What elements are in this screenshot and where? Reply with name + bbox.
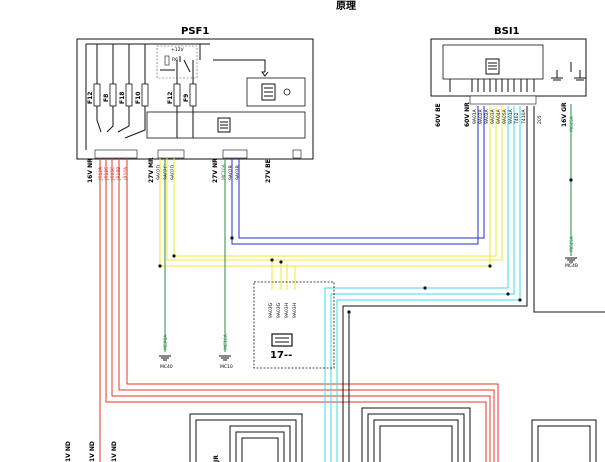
wire-id-9a02b: 9A02B bbox=[228, 165, 234, 180]
supply-label: +12V bbox=[171, 47, 184, 53]
psf1-fuse-group: F12 F8 F18 F10 F12 F9 bbox=[87, 44, 197, 139]
splice-box bbox=[253, 281, 335, 369]
psf1-right-module bbox=[246, 77, 306, 107]
splice-connector-icon bbox=[271, 333, 293, 347]
red-wire-bundle bbox=[99, 158, 499, 462]
bsi-wire-id-4: 9A03A bbox=[490, 108, 496, 124]
bsi-wire-id-7: 9A01A bbox=[508, 108, 514, 124]
ground-label-3: MC4B bbox=[565, 263, 578, 269]
psf1-controller bbox=[146, 111, 306, 139]
bottom-label-3: 1V ND bbox=[111, 441, 118, 462]
fuse-label-6: F9 bbox=[183, 94, 190, 102]
yellow-wire-bundle bbox=[159, 106, 503, 290]
fuse-f10 bbox=[141, 83, 149, 107]
controller-chip-lines bbox=[220, 121, 228, 129]
fuse-f12b bbox=[173, 83, 181, 107]
bsi-wire-id-8: 7402 bbox=[514, 112, 520, 124]
bsi-wire-id-1: 9A01A bbox=[472, 108, 478, 124]
bottom-label-2: 1V ND bbox=[89, 441, 96, 462]
ground-mc45a: MC45A MC4B bbox=[565, 235, 578, 269]
black-wire-bundle bbox=[189, 106, 605, 462]
bsi-wire-id-11: MC45A bbox=[569, 115, 575, 132]
splice-wire-id-3: 9A03H bbox=[284, 303, 290, 318]
psf1-bus bbox=[85, 43, 210, 150]
fuse-f8 bbox=[109, 83, 117, 107]
ground-icon-3 bbox=[565, 257, 577, 263]
fuse-label-3: F18 bbox=[119, 92, 126, 104]
psf1-connector-strip bbox=[94, 149, 302, 159]
splice-connector-lines bbox=[275, 337, 289, 343]
bsi1-connector-strip bbox=[469, 95, 537, 105]
ground-wire-id-3: MC45A bbox=[569, 235, 575, 252]
wire-id-9a02d: 9A02D bbox=[156, 164, 162, 180]
chip-icon-lines bbox=[264, 87, 273, 97]
psf1-conn-label-3: 27V NR bbox=[212, 158, 219, 183]
fuse-f18 bbox=[125, 83, 133, 107]
bsi-wire-id-10: 205 bbox=[537, 115, 543, 124]
bsi-wire-id-5: 9A04A bbox=[496, 108, 502, 124]
fuse-label-2: F8 bbox=[103, 94, 110, 102]
psf1-conn-label-2: 27V MR bbox=[148, 157, 155, 183]
bsi-wire-id-6: 9A05A bbox=[502, 108, 508, 124]
bsi1-inner bbox=[442, 44, 544, 80]
fuse-f9 bbox=[189, 83, 197, 107]
ground-wire-id-1: MEP8A bbox=[163, 334, 169, 350]
fuse-f12 bbox=[93, 83, 101, 107]
ground-icon-1 bbox=[159, 355, 171, 361]
fuse-label-4: F10 bbox=[135, 92, 142, 104]
wire-id-9a02c: 9A02C bbox=[163, 165, 169, 180]
bottom-label-4: JR bbox=[213, 455, 220, 462]
bsi1-ground-icon-2 bbox=[574, 70, 586, 81]
relay-label: R6 bbox=[172, 57, 178, 63]
wire-id-9a02d-b: 9A02D bbox=[170, 164, 176, 180]
junction-dots bbox=[158, 178, 573, 314]
bsi1-chip-lines bbox=[488, 62, 497, 70]
psf1-title: PSF1 bbox=[181, 26, 209, 37]
wire-id-jr10a: JR10A bbox=[123, 166, 129, 181]
sensor-icon bbox=[283, 88, 291, 96]
page-title: 原理 bbox=[336, 0, 356, 12]
ground-label-1: MC40 bbox=[160, 364, 173, 370]
splice-name: 17-- bbox=[270, 350, 292, 361]
bsi1-conn-label-1: 60V BE bbox=[435, 103, 442, 127]
psf1-conn-label-1: 16V NR bbox=[87, 158, 94, 183]
fuse-wires bbox=[96, 44, 194, 139]
relay-coil-icon bbox=[164, 55, 170, 66]
blue-wire-bundle bbox=[231, 106, 485, 245]
splice-wire-id-2: 9A03G bbox=[276, 302, 282, 318]
bsi1-title: BSI1 bbox=[494, 26, 520, 37]
bsi1-conn-label-2: 60V NR bbox=[464, 102, 471, 127]
fuse-label-1: F12 bbox=[87, 92, 94, 104]
bsi1-conn-label-3: 16V GR bbox=[561, 102, 568, 127]
wire-id-mc10a: MC10A bbox=[221, 163, 227, 180]
fuse-label-5: F12 bbox=[167, 92, 174, 104]
bsi-wire-id-9: 7410A bbox=[521, 109, 527, 124]
wire-id-jr12c: JR12C bbox=[104, 167, 110, 181]
ground-wire-id-2: MC10A bbox=[223, 333, 229, 350]
splice-wire-id-4: 9A03H bbox=[292, 303, 298, 318]
ground-mc10a: MC10A MC10 bbox=[219, 333, 233, 370]
splice-wire-id-1: 9A03G bbox=[268, 302, 274, 318]
bsi-wire-id-2: 9A02A bbox=[478, 108, 484, 124]
psf1-conn-label-4: 27V BE bbox=[265, 159, 272, 183]
bsi1-pins bbox=[449, 79, 535, 92]
ground-icon-2 bbox=[219, 355, 231, 361]
cyan-wire-bundle bbox=[324, 106, 521, 462]
green-wire-bundle bbox=[164, 104, 572, 352]
wire-id-jr15c: JR15C bbox=[110, 167, 116, 181]
wire-id-9a03b: 9A03B bbox=[235, 165, 241, 180]
bsi1-ground-icon-1 bbox=[551, 70, 563, 81]
bottom-label-1: 1V ND bbox=[65, 441, 72, 462]
wire-id-jr12a: JR12A bbox=[98, 166, 104, 181]
bsi-wire-id-3: 9A02A bbox=[484, 108, 490, 124]
ground-label-2: MC10 bbox=[220, 364, 233, 370]
ground-mep8a: MEP8A MC40 bbox=[159, 334, 173, 370]
psf1-internal-wire bbox=[213, 59, 269, 77]
psf1-box bbox=[76, 38, 314, 160]
relay-switch-icon bbox=[160, 56, 191, 73]
relay-box bbox=[156, 45, 198, 79]
